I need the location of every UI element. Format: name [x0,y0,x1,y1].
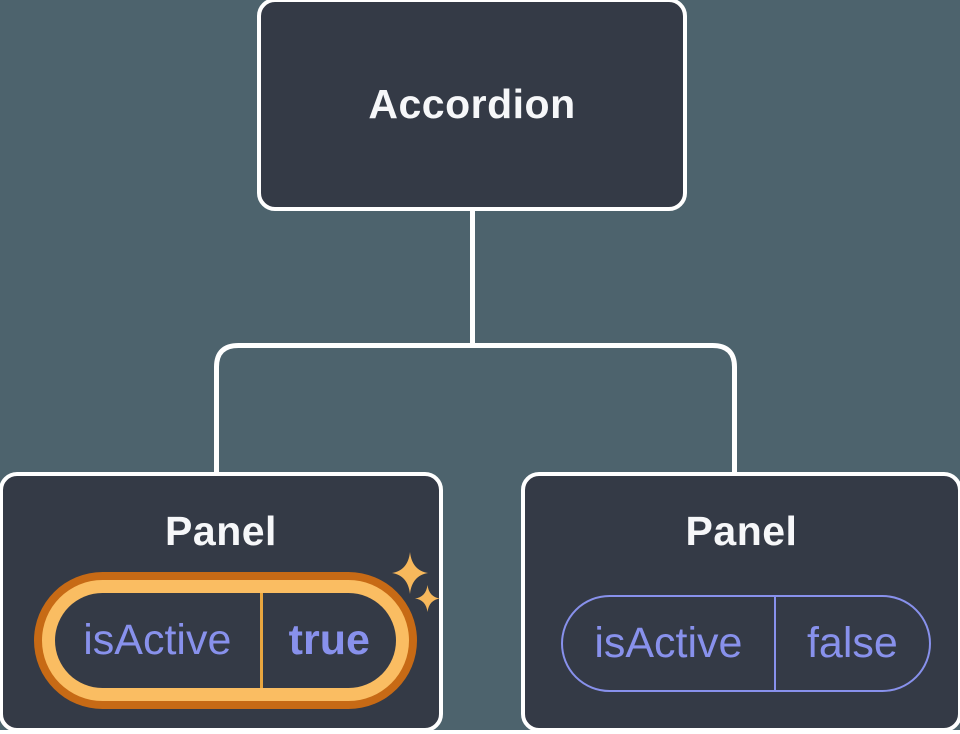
sparkle-icon-large [392,552,428,594]
page-bottom-edge [0,730,960,734]
component-node-panel-active: Panel isActive true [0,472,443,732]
state-value-label: true [288,616,370,664]
component-node-panel-inactive: Panel isActive false [521,472,960,732]
component-node-accordion: Accordion [257,0,687,211]
state-key-label: isActive [55,593,263,688]
state-pill-inactive: isActive false [561,595,931,692]
state-value-label: false [806,619,898,667]
state-pill-highlight-ring-inner: isActive true [42,580,409,701]
state-pill-highlight-ring: isActive true [34,572,417,709]
sparkle-icon-small [415,585,440,612]
state-pill-active: isActive true [55,593,396,688]
node-label: Panel [685,508,798,554]
node-label: Panel [165,508,277,554]
state-key-label: isActive [563,597,776,690]
node-label: Accordion [368,81,576,127]
